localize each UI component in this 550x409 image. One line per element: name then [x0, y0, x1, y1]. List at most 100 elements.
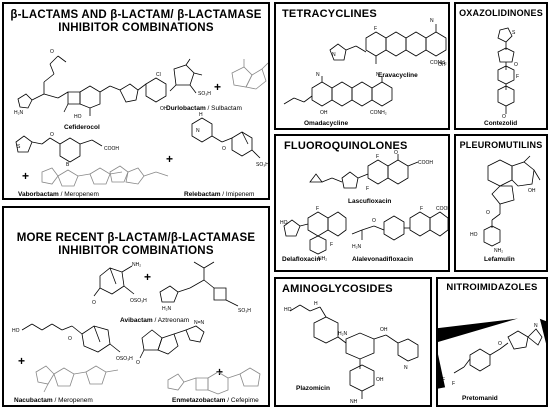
panel-title: MORE RECENT β-LACTAM/β-LACTAMASE INHIBIT…	[4, 232, 268, 258]
svg-text:O: O	[502, 114, 506, 120]
svg-text:COOH: COOH	[418, 160, 433, 166]
lefamulin-label: Lefamulin	[484, 256, 515, 263]
svg-text:SO₃H: SO₃H	[198, 91, 211, 97]
svg-text:H₂N: H₂N	[162, 306, 172, 312]
svg-text:CONH₂: CONH₂	[430, 60, 447, 66]
svg-text:F: F	[374, 26, 377, 32]
svg-text:HO: HO	[12, 328, 20, 334]
plazomicin-label: Plazomicin	[296, 385, 330, 392]
svg-text:OH: OH	[160, 106, 168, 112]
meropenem-structure	[41, 167, 123, 187]
imipenem-structure	[109, 165, 169, 185]
relebactam-structure: H N SO₃H O	[191, 112, 269, 168]
plus-sign: +	[166, 152, 174, 166]
title-line-2: INHIBITOR COMBINATIONS	[58, 22, 214, 35]
omadacycline-label: Omadacycline	[304, 120, 349, 127]
svg-text:COOH: COOH	[104, 146, 119, 152]
svg-text:F: F	[452, 381, 455, 387]
svg-text:OSO₃H: OSO₃H	[116, 356, 133, 362]
vaborbactam-label: Vaborbactam / Meropenem	[18, 191, 99, 198]
plus-sign: +	[22, 169, 30, 183]
delafloxacin-label: Delafloxacin	[282, 256, 321, 263]
title-line-2: INHIBITOR COMBINATIONS	[58, 245, 214, 258]
svg-text:O: O	[50, 132, 54, 138]
svg-text:NH₂: NH₂	[318, 256, 327, 262]
plus-sign: +	[144, 270, 152, 284]
panel-title: β-LACTAMS AND β-LACTAM/ β-LACTAMASE INHI…	[4, 9, 268, 35]
title-line-1: β-LACTAMS AND β-LACTAM/ β-LACTAMASE	[10, 9, 262, 21]
svg-text:O: O	[222, 146, 226, 152]
svg-text:H₂N: H₂N	[14, 110, 24, 116]
alalevonadifloxacin-label: Alalevonadifloxacin	[352, 256, 414, 263]
svg-text:O: O	[394, 150, 398, 156]
title-line-1: MORE RECENT β-LACTAM/β-LACTAMASE	[16, 232, 256, 244]
sulbactam-structure	[231, 59, 268, 90]
meropenem-structure	[35, 365, 119, 393]
svg-text:COOH: COOH	[436, 206, 450, 212]
plus-sign: +	[214, 80, 222, 94]
svg-text:N: N	[376, 72, 380, 78]
svg-text:O: O	[68, 336, 72, 342]
svg-text:H: H	[199, 112, 203, 118]
panel-beta-lactams: β-LACTAMS AND β-LACTAM/ β-LACTAMASE INHI…	[2, 2, 270, 200]
svg-text:OH: OH	[528, 188, 536, 194]
panel-title: FLUOROQUINOLONES	[284, 140, 408, 152]
svg-text:H: H	[314, 301, 318, 307]
lascufloxacin-label: Lascufloxacin	[348, 198, 392, 205]
svg-text:Cl: Cl	[156, 72, 161, 78]
vaborbactam-structure: S B O COOH	[15, 132, 119, 168]
panel-recent-combinations: MORE RECENT β-LACTAM/β-LACTAMASE INHIBIT…	[2, 206, 270, 407]
svg-text:F: F	[516, 74, 519, 80]
svg-text:S: S	[512, 30, 516, 36]
svg-text:N=N: N=N	[194, 320, 205, 326]
svg-text:NH: NH	[350, 399, 358, 405]
enmetazobactam-label: Enmetazobactam / Cefepime	[172, 397, 259, 404]
svg-text:F: F	[376, 154, 379, 160]
svg-text:N: N	[316, 72, 320, 78]
svg-text:O: O	[498, 341, 502, 347]
svg-text:OH: OH	[320, 110, 328, 116]
svg-text:N: N	[430, 18, 434, 24]
svg-text:N: N	[332, 52, 336, 58]
nacubactam-label: Nacubactam / Meropenem	[14, 397, 93, 404]
delafloxacin-structure: HO F F NH₂	[280, 206, 347, 262]
svg-text:F: F	[316, 206, 319, 212]
panel-title: PLEUROMUTILINS	[459, 140, 543, 150]
svg-text:O: O	[50, 49, 54, 55]
nacubactam-structure: HO OSO₃H O	[12, 323, 133, 362]
svg-text:NH₂: NH₂	[494, 248, 503, 254]
enmetazobactam-structure: N=NO	[136, 320, 205, 366]
cefepime-structure	[167, 367, 261, 395]
svg-text:S: S	[17, 144, 21, 150]
svg-text:F: F	[366, 186, 369, 192]
svg-text:F: F	[420, 206, 423, 212]
relebactam-label: Relebactam / Imipenem	[184, 191, 255, 198]
durlobactam-label: Durlobactam / Sulbactam	[166, 105, 242, 112]
eravacycline-label: Eravacycline	[378, 72, 418, 79]
plus-sign: +	[216, 365, 224, 379]
svg-text:SO₃H: SO₃H	[256, 162, 269, 168]
svg-text:HO: HO	[280, 220, 288, 226]
svg-text:N: N	[196, 128, 200, 134]
panel-title: AMINOGLYCOSIDES	[282, 283, 393, 295]
svg-text:OSO₃H: OSO₃H	[130, 298, 147, 304]
svg-text:F: F	[330, 242, 333, 248]
panel-title: NITROIMIDAZOLES	[446, 282, 538, 293]
svg-text:B: B	[66, 162, 70, 168]
svg-text:OH: OH	[438, 62, 446, 68]
svg-text:HO: HO	[74, 114, 82, 120]
svg-text:HO: HO	[470, 232, 478, 238]
svg-text:NH₂: NH₂	[132, 262, 141, 268]
